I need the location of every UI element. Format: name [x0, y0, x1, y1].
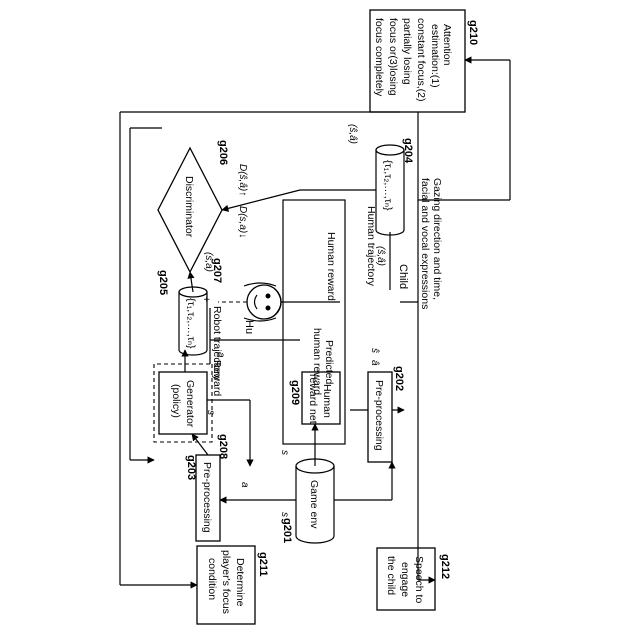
ref-g209: g209	[289, 380, 301, 405]
reward-label: Reward	[211, 360, 223, 396]
summation-plus: +	[200, 296, 212, 302]
s-hat-label: ŝ	[369, 348, 380, 353]
preprocessing-box-bottom: Pre-processing	[196, 455, 220, 541]
sa-label: (s,a)	[203, 252, 214, 272]
svg-text:Determine: Determine	[234, 558, 246, 607]
game-env-cylinder: Game env	[296, 459, 334, 543]
child-label: Child	[397, 264, 409, 289]
svg-text:Game env: Game env	[308, 480, 320, 529]
human-reward-label: Human reward	[325, 232, 337, 301]
generator-box: Generator (policy)	[159, 372, 207, 434]
svg-text:player's focus: player's focus	[220, 550, 232, 614]
ref-g211: g211	[257, 552, 269, 576]
svg-text:Discriminator: Discriminator	[183, 176, 195, 238]
ref-g201: g201	[281, 518, 293, 543]
predicted-label-1: Predicted	[323, 340, 335, 385]
svg-text:{τ₁,τ₂,…,τₙ}: {τ₁,τ₂,…,τₙ}	[382, 160, 394, 211]
d-sa-label: D(s,a)↓	[237, 206, 248, 238]
ref-g202: g202	[393, 366, 405, 391]
a-label-1: a	[239, 482, 250, 488]
svg-text:estimation:(1): estimation:(1)	[429, 24, 441, 88]
ref-g205: g205	[157, 270, 169, 295]
predicted-label-2: human reward	[311, 328, 323, 395]
d-hat-label: D(ŝ,â)↑	[237, 164, 248, 196]
svg-text:(policy): (policy)	[170, 384, 182, 418]
facial-label: facial and vocal expressions	[419, 178, 431, 309]
ref-g212: g212	[439, 554, 451, 579]
svg-text:constant focus,(2): constant focus,(2)	[415, 18, 427, 101]
svg-text:Pre-processing: Pre-processing	[373, 380, 385, 451]
svg-text:partially losing: partially losing	[401, 18, 413, 85]
svg-text:focus completely: focus completely	[373, 18, 385, 97]
ref-g204: g204	[402, 138, 414, 164]
attention-estimation-box: Attention estimation:(1) constant focus,…	[370, 10, 465, 112]
sa-hat-label-2: (ŝ,â)	[347, 124, 358, 144]
conn-pre-to-gen	[192, 434, 208, 455]
s-label-3: s	[205, 410, 216, 415]
ref-g203: g203	[185, 455, 197, 480]
human-trajectory-store: {τ₁,τ₂,…,τₙ}	[376, 145, 404, 235]
preprocessing-box-top: Pre-processing	[368, 372, 392, 462]
sa-hat-label-1: (ŝ,â)	[375, 246, 386, 266]
s-label-1: s	[279, 450, 290, 455]
determine-focus-box: Determine player's focus condition	[197, 546, 255, 624]
hu-label: Hu	[243, 320, 255, 334]
svg-text:Attention: Attention	[441, 24, 453, 66]
child-face-icon	[244, 283, 281, 321]
svg-text:Generator: Generator	[184, 380, 196, 428]
speech-engage-box: Speech to engage the child	[377, 548, 435, 610]
a-hat-label: â	[369, 360, 380, 366]
svg-text:Pre-processing: Pre-processing	[201, 462, 213, 533]
svg-text:condition: condition	[206, 558, 218, 600]
svg-text:{τ₁,τ₂,…,τₙ}: {τ₁,τ₂,…,τₙ}	[185, 298, 197, 349]
s-label-2: s	[279, 512, 290, 517]
ref-g208: g208	[217, 434, 229, 459]
ref-g206: g206	[217, 140, 229, 165]
gazing-label: Gazing direction and time,	[431, 178, 443, 300]
a-label-2: a	[215, 352, 226, 358]
ref-g210: g210	[467, 20, 479, 45]
svg-text:engage: engage	[399, 562, 411, 597]
svg-text:the child: the child	[385, 556, 397, 595]
svg-text:focus or(3)losing: focus or(3)losing	[387, 18, 399, 96]
